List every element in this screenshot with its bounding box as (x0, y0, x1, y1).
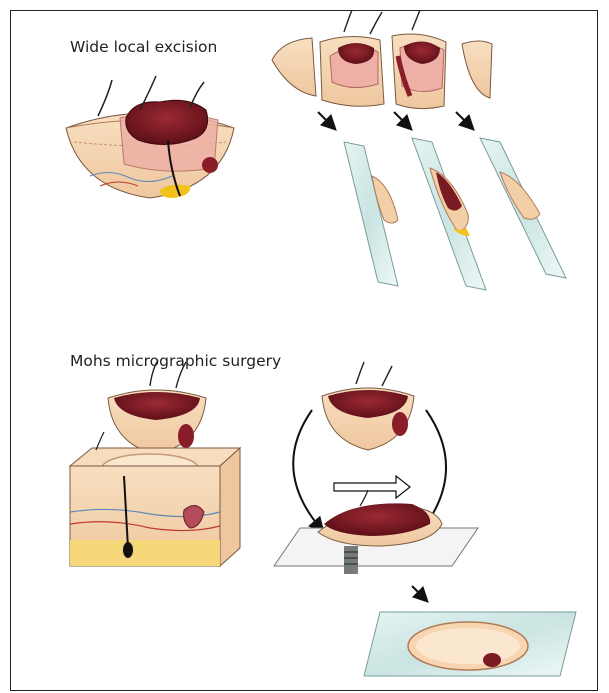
hollow-right-arrow-icon (334, 476, 410, 498)
mohs-excised-bowl (108, 360, 206, 454)
diagonal-down-right-arrow-icon (412, 586, 426, 600)
excision-specimen (66, 76, 234, 198)
mohs-bowl-inverted (322, 362, 414, 450)
mohs-skin-block (70, 432, 240, 566)
cryostat-stage (274, 490, 478, 574)
diagonal-down-right-arrow-icon (318, 112, 472, 128)
mohs-final-slide (364, 612, 576, 676)
glass-slides (344, 138, 566, 290)
excision-slices (272, 10, 492, 109)
